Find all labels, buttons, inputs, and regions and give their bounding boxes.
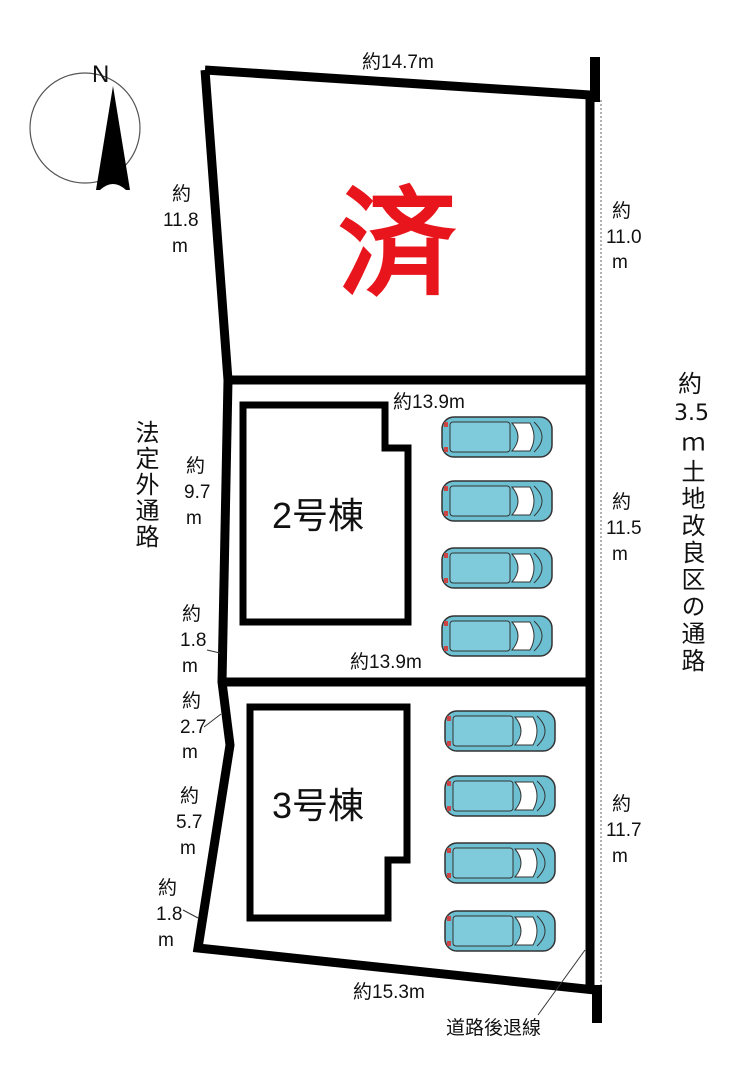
right-road-label: 約 3.5 ｍ土地改良区の通路 [674,370,709,675]
svg-text:約: 約 [678,370,702,398]
svg-text:約: 約 [612,793,631,815]
dim-bottom: 約15.3m [353,981,425,1003]
svg-text:1.8: 1.8 [156,904,182,925]
svg-text:約: 約 [612,200,631,222]
building-2-label: 2号棟 [272,495,364,536]
lot-boundaries [192,65,596,995]
svg-text:約: 約 [612,491,631,513]
svg-text:約: 約 [182,603,201,625]
dim-left-lot3-c: 約 1.8 m [156,877,199,951]
svg-text:11.8: 11.8 [163,210,199,231]
svg-text:約: 約 [182,690,201,712]
svg-text:5.7: 5.7 [176,812,202,833]
dim-right-lot3: 約 11.7 m [606,793,642,867]
dim-left-lot3-a: 約 2.7 m [180,690,222,763]
building-3-label: 3号棟 [272,785,364,826]
parking-lot3 [444,710,556,952]
car-icon [444,775,556,817]
svg-text:m: m [186,508,202,529]
car-icon [441,615,553,657]
dim-left-lot1: 約 11.8 m [163,183,199,257]
car-icon [441,416,553,458]
svg-text:m: m [612,252,628,273]
left-road-label: 法定外通路 [131,420,159,550]
svg-text:ｍ土地改良区の通路: ｍ土地改良区の通路 [677,432,705,675]
svg-text:m: m [612,544,628,565]
dim-left-lot2-b: 約 1.8 m [180,603,221,677]
svg-text:約: 約 [172,183,191,205]
parking-lot2 [441,416,553,657]
setback-line-label: 道路後退線 [446,1017,541,1039]
svg-text:m: m [182,742,198,763]
svg-text:1.8: 1.8 [180,630,206,651]
compass-north-label: N [92,61,109,88]
svg-text:11.7: 11.7 [606,820,642,841]
setback-leader [537,949,586,1016]
svg-text:m: m [180,838,196,859]
building-2 [239,401,412,626]
svg-text:約: 約 [180,785,199,807]
svg-text:m: m [612,846,628,867]
car-icon [441,547,553,589]
building-3 [246,703,411,922]
road-post-bottom [592,985,602,1023]
svg-text:約: 約 [186,455,205,477]
car-icon [444,710,556,752]
dim-lot2-bottom: 約13.9m [350,651,422,673]
compass: N [29,61,141,190]
dim-right-lot2: 約 11.5 m [606,491,642,565]
car-icon [441,480,553,522]
north-arrow-icon [96,86,130,190]
car-icon [444,910,556,952]
svg-text:約: 約 [158,877,177,899]
dim-right-lot1: 約 11.0 m [606,200,642,273]
svg-text:m: m [172,236,188,257]
car-icon [444,842,556,884]
svg-text:m: m [182,656,198,677]
dim-top: 約14.7m [362,51,434,73]
road-post-top [590,57,600,102]
svg-text:9.7: 9.7 [184,482,210,503]
svg-text:11.0: 11.0 [606,227,642,248]
dim-left-lot3-b: 約 5.7 m [176,785,202,859]
svg-text:2.7: 2.7 [180,717,206,738]
dim-lot2-top: 約13.9m [393,391,465,413]
svg-text:3.5: 3.5 [674,401,709,426]
svg-text:m: m [158,930,174,951]
svg-text:11.5: 11.5 [606,518,642,539]
dim-left-lot2: 約 9.7 m [184,455,210,529]
sold-mark: 済 [338,175,457,313]
